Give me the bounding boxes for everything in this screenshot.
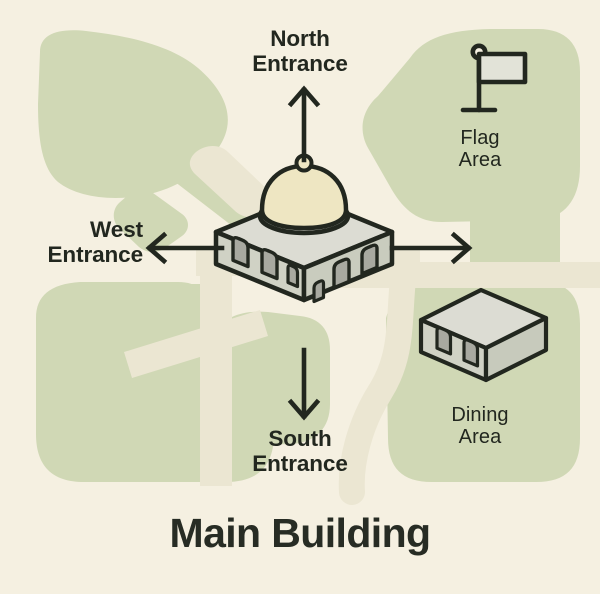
direction-arrows-group xyxy=(145,85,473,421)
dining-building-doors xyxy=(435,326,480,368)
main-building-dome xyxy=(259,163,349,231)
green-patch-small xyxy=(113,189,188,253)
walkway-curve-dining xyxy=(338,255,417,505)
green-sliver-left xyxy=(120,284,206,310)
label-south-entrance: South Entrance xyxy=(252,426,348,477)
arrow-north xyxy=(287,85,321,163)
label-dining-area: Dining Area xyxy=(451,404,509,449)
label-west-entrance: West Entrance xyxy=(47,217,144,268)
arrow-west xyxy=(145,231,225,265)
dining-building-right-wall xyxy=(483,315,549,383)
dining-building[interactable] xyxy=(418,287,549,383)
arrow-east xyxy=(389,231,473,265)
page-title: Main Building xyxy=(169,510,432,556)
main-building[interactable] xyxy=(213,131,395,304)
arrow-south xyxy=(287,347,321,421)
walkway-horizontal-lower xyxy=(124,310,268,378)
main-building-windows-right xyxy=(312,243,379,304)
label-flag-area: Flag Area xyxy=(458,127,502,172)
walkway-diagonal-upper xyxy=(189,146,273,218)
flag-icon xyxy=(460,43,528,113)
label-north-entrance: North Entrance xyxy=(252,26,348,77)
main-building-windows-left xyxy=(231,235,300,289)
